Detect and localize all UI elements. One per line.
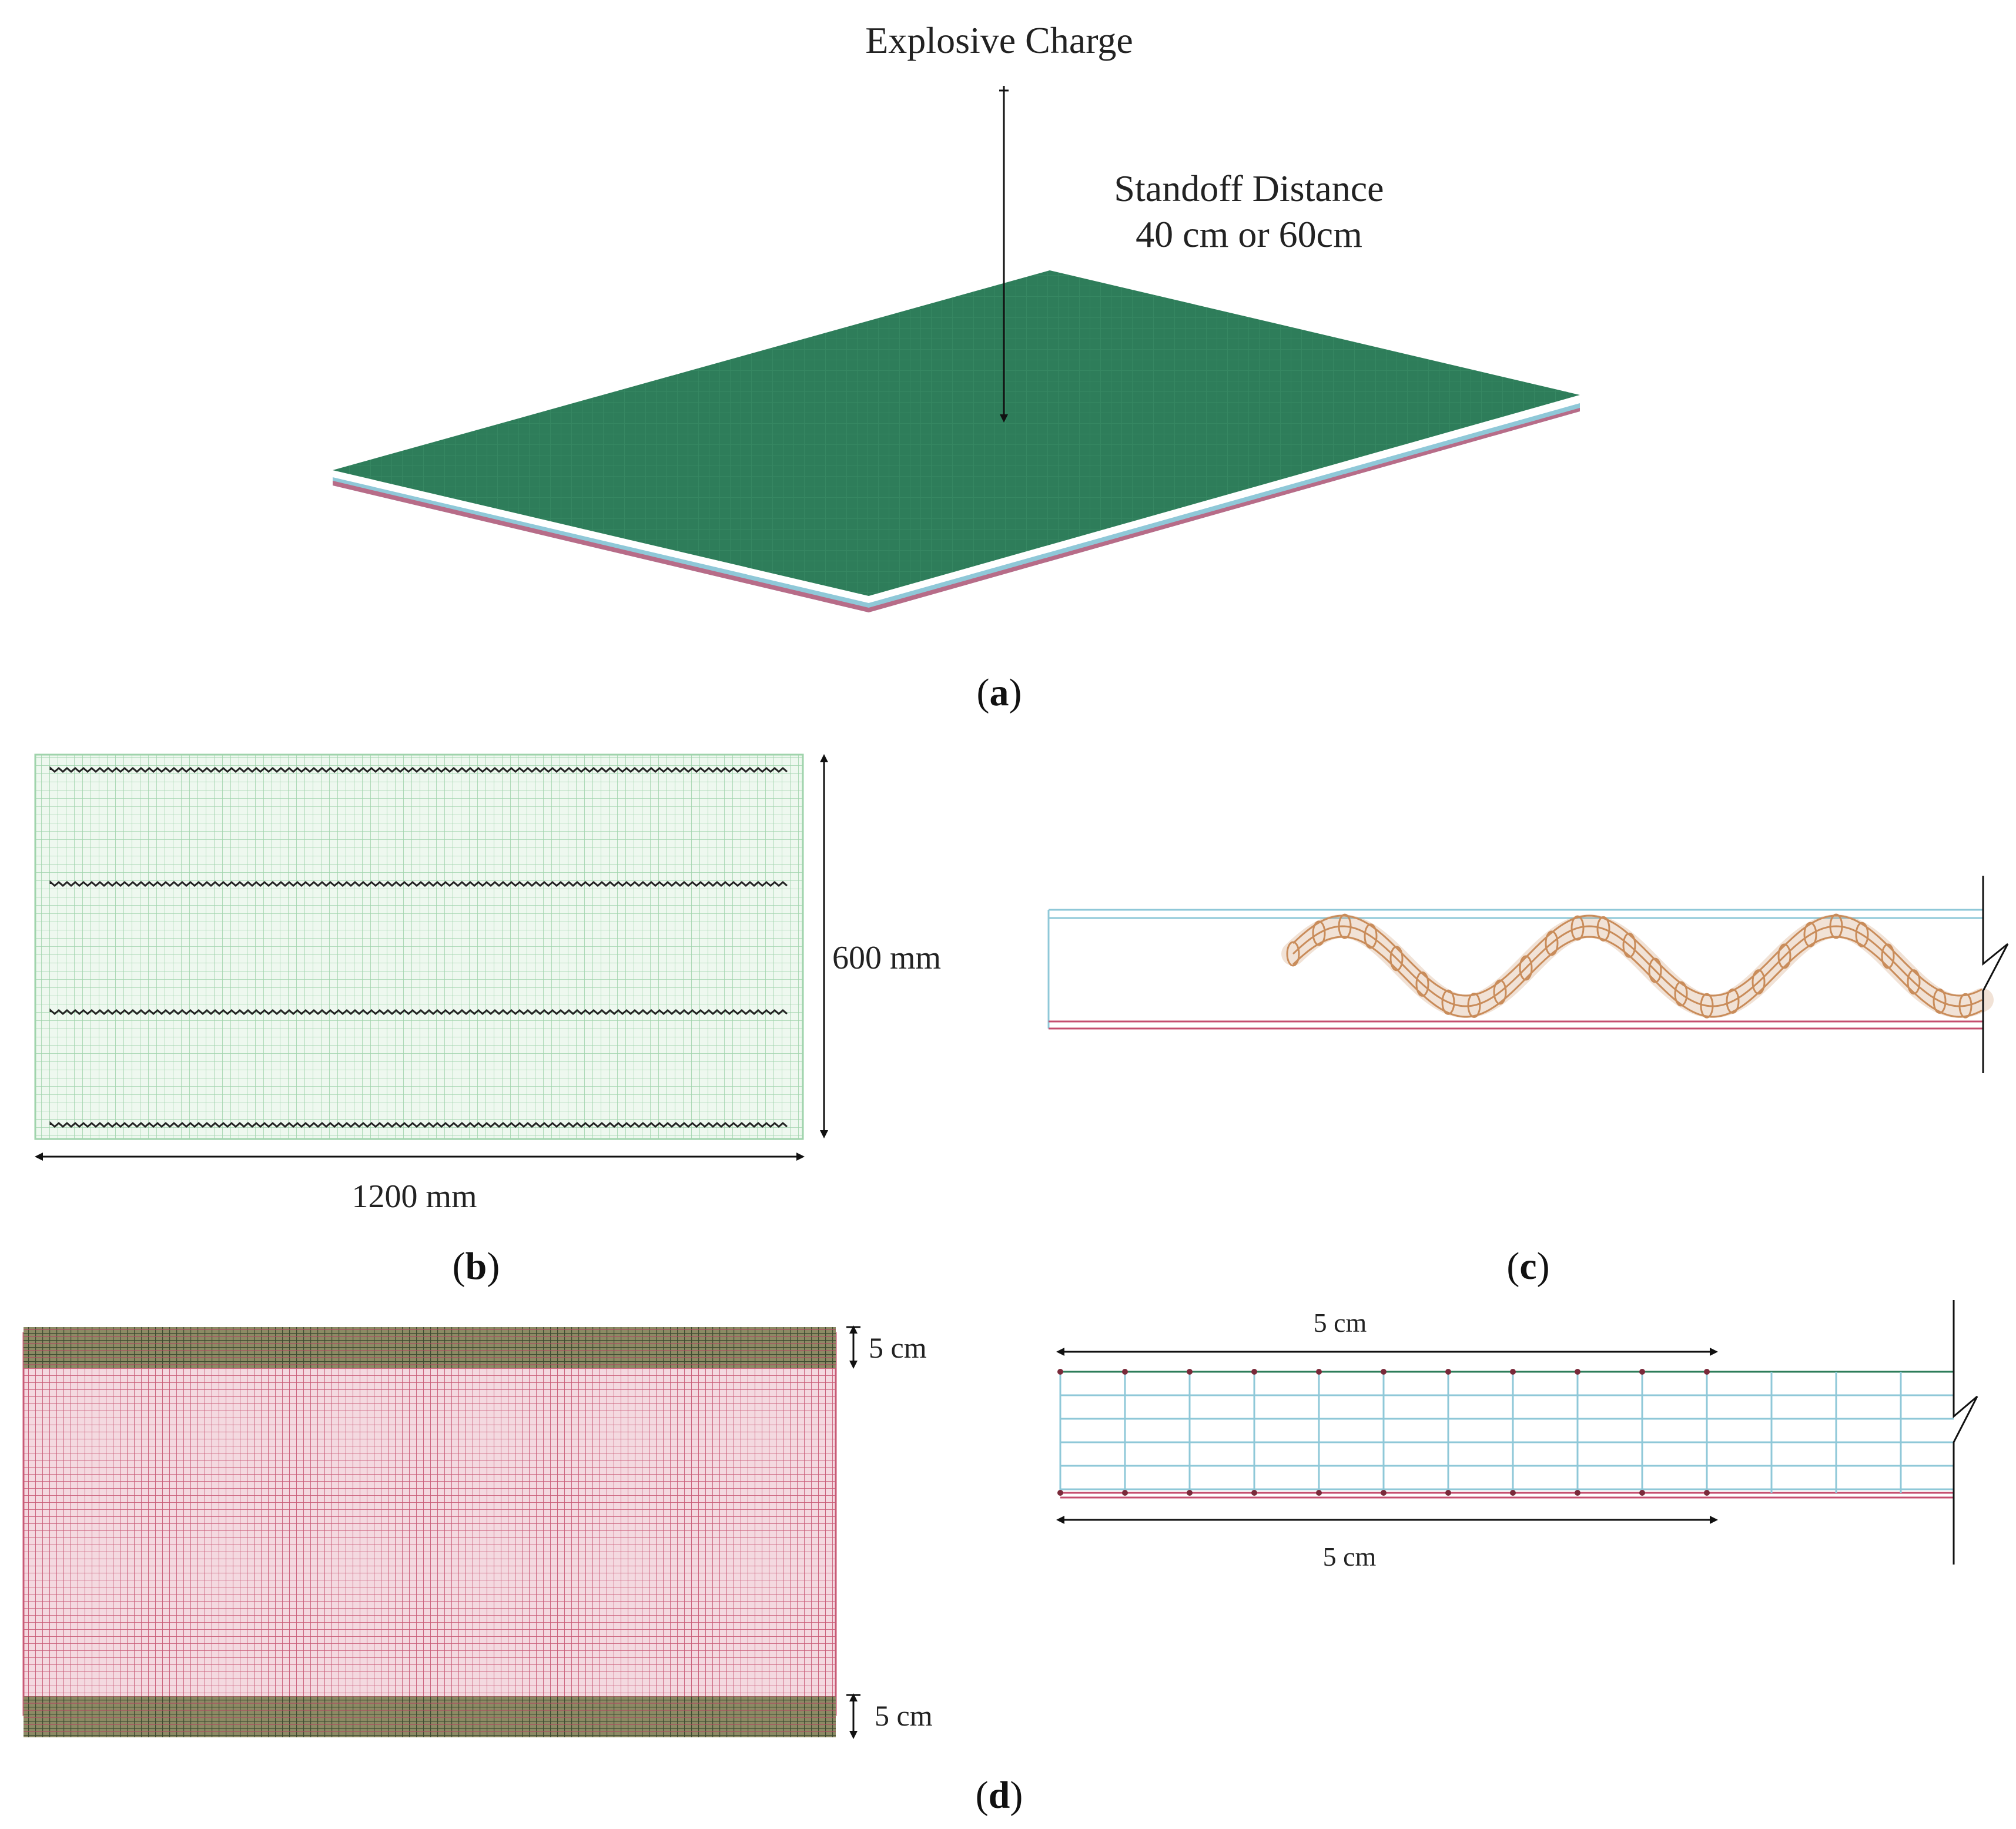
plate-top-mesh xyxy=(333,270,1580,596)
grid-node-bottom xyxy=(1704,1490,1710,1496)
rebar-link-node xyxy=(1907,969,1921,995)
panel-c: (c) xyxy=(1047,876,2009,1288)
panel-a: Explosive Charge Standoff Distance 40 cm… xyxy=(333,19,1580,714)
rebar-link-node xyxy=(1777,943,1791,969)
grid-node-bottom xyxy=(1316,1490,1322,1496)
rebar-wave-edge-lower xyxy=(1292,936,1982,1018)
rebar-link-node xyxy=(1674,981,1688,1007)
core-mesh xyxy=(22,1332,837,1716)
rebar-link-node xyxy=(1286,941,1300,967)
dimension-width-label: 1200 mm xyxy=(351,1178,477,1215)
rebar-link-node xyxy=(1958,993,1973,1019)
grid-node-bottom xyxy=(1381,1490,1387,1496)
top-band-mesh xyxy=(24,1327,836,1368)
grid-node-bottom xyxy=(1122,1490,1128,1496)
standoff-value-label: 40 cm or 60cm xyxy=(1136,213,1362,255)
rebar-link-node xyxy=(1622,932,1636,958)
rebar-link-node xyxy=(1312,920,1326,946)
grid-node-top xyxy=(1122,1369,1128,1375)
rebar-link-node xyxy=(1596,916,1610,942)
rebar-link-node xyxy=(1570,915,1585,941)
grid-node-bottom xyxy=(1575,1490,1580,1496)
rebar-link-node xyxy=(1493,979,1507,1005)
top-band-dimension xyxy=(846,1325,860,1369)
standoff-distance-label: Standoff Distance xyxy=(1114,168,1384,209)
dimension-height-label: 600 mm xyxy=(832,940,941,976)
rebar-link-node xyxy=(1648,957,1662,983)
slab-plan-mesh xyxy=(34,753,804,1140)
rebar-link-node xyxy=(1881,943,1895,969)
caption-b: (b) xyxy=(453,1245,500,1288)
rebar-link-node xyxy=(1415,971,1429,997)
grid-node-bottom xyxy=(1057,1490,1063,1496)
rebar-link-node xyxy=(1803,922,1817,947)
grid-node-top xyxy=(1381,1369,1387,1375)
panel-d-section: 5 cm 5 cm xyxy=(1056,1300,1978,1572)
rebar-link-node xyxy=(1700,993,1714,1019)
grid-node-bottom xyxy=(1445,1490,1451,1496)
bottom-band-mesh xyxy=(24,1696,836,1737)
rebar-link-node xyxy=(1726,988,1740,1014)
bottom-band-label: 5 cm xyxy=(875,1699,933,1732)
panel-d-plan: 5 cm 5 cm (d) xyxy=(22,1325,1023,1817)
panel-b: 600 mm 1200 mm (b) xyxy=(34,753,941,1288)
charge-axis-icon xyxy=(999,86,1009,95)
break-line-d xyxy=(1953,1300,1978,1565)
rebar-link-node xyxy=(1829,913,1843,939)
section-grid xyxy=(1057,1369,1954,1499)
caption-a: (a) xyxy=(977,671,1022,714)
grid-node-top xyxy=(1704,1369,1710,1375)
rebar-line-4 xyxy=(49,1121,788,1128)
lower-span-label: 5 cm xyxy=(1323,1542,1377,1572)
rebar-link-node xyxy=(1855,922,1869,947)
caption-c: (c) xyxy=(1506,1245,1549,1288)
grid-node-top xyxy=(1316,1369,1322,1375)
rebar-link-node xyxy=(1933,988,1947,1014)
grid-node-top xyxy=(1575,1369,1580,1375)
grid-node-top xyxy=(1251,1369,1257,1375)
rebar-wave-section xyxy=(1281,913,1994,1019)
grid-node-bottom xyxy=(1187,1490,1193,1496)
grid-node-top xyxy=(1445,1369,1451,1375)
rebar-line-3 xyxy=(49,1008,788,1015)
rebar-wave-band xyxy=(1281,914,1994,1018)
rebar-link-node xyxy=(1519,955,1533,981)
bottom-band-dimension xyxy=(846,1693,860,1739)
grid-node-bottom xyxy=(1510,1490,1516,1496)
grid-node-top xyxy=(1639,1369,1645,1375)
rebar-link-node xyxy=(1338,913,1352,939)
rebar-line-2 xyxy=(49,880,788,887)
upper-span-label: 5 cm xyxy=(1314,1308,1367,1338)
top-band-label: 5 cm xyxy=(869,1331,927,1364)
rebar-lines-plan xyxy=(49,766,788,1128)
rebar-link-node xyxy=(1364,923,1378,949)
rebar-line-1 xyxy=(49,766,788,773)
rebar-link-node xyxy=(1441,989,1455,1015)
grid-node-top xyxy=(1510,1369,1516,1375)
grid-node-bottom xyxy=(1251,1490,1257,1496)
rebar-link-node xyxy=(1389,946,1404,972)
break-line-c xyxy=(1982,876,2009,1073)
grid-node-top xyxy=(1187,1369,1193,1375)
explosive-charge-label: Explosive Charge xyxy=(865,19,1133,61)
rebar-link-node xyxy=(1467,993,1481,1019)
rebar-link-node xyxy=(1752,969,1766,995)
caption-d: (d) xyxy=(976,1774,1023,1817)
grid-node-top xyxy=(1057,1369,1063,1375)
grid-node-bottom xyxy=(1639,1490,1645,1496)
rebar-link-node xyxy=(1545,930,1559,956)
